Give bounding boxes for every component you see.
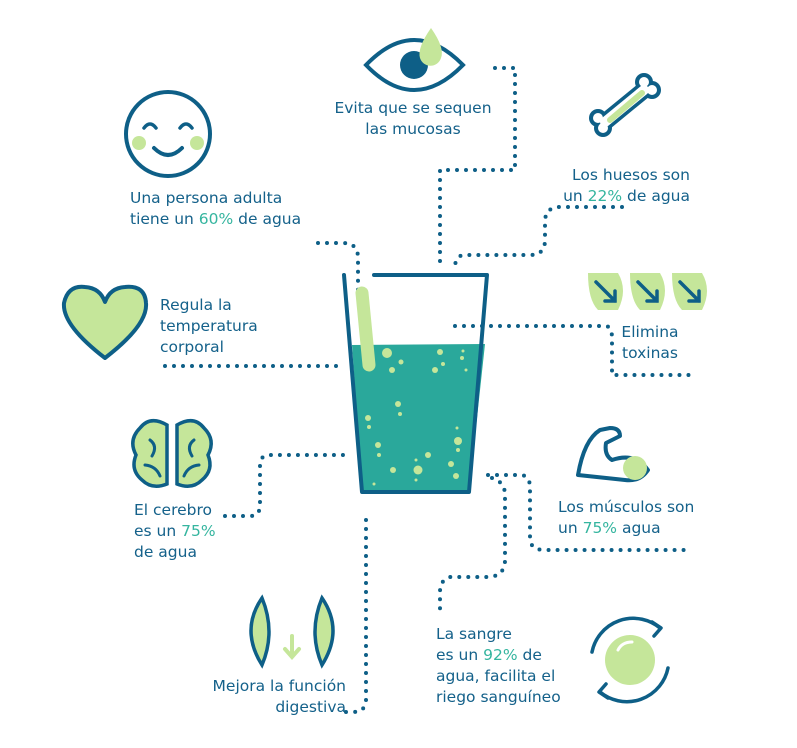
text: un 75% agua <box>558 518 728 539</box>
text: de agua <box>622 187 690 205</box>
text: La sangre <box>436 625 512 643</box>
text: tiene un <box>130 210 199 228</box>
toxin-leaves-icon <box>588 273 707 310</box>
label-mucosas: Evita que se sequen las mucosas <box>318 98 508 140</box>
label-musculos: Los músculos son un 75% agua <box>558 497 728 539</box>
percent-value: 75% <box>582 519 618 537</box>
text: Una persona adulta <box>130 189 283 207</box>
percent-value: 92% <box>483 646 518 664</box>
percent-value: 22% <box>587 187 623 205</box>
text: tiene un 60% de agua <box>130 209 330 230</box>
blood-cycle-icon <box>590 616 670 704</box>
text: un <box>558 519 583 537</box>
water-glass-icon <box>342 273 489 494</box>
text: Evita que se sequen <box>334 99 492 117</box>
text: las mucosas <box>365 120 461 138</box>
percent-value: 75% <box>181 522 216 540</box>
text: es un <box>436 646 484 664</box>
text: es un 92% de <box>436 645 586 666</box>
label-huesos: Los huesos son un 22% de agua <box>540 165 690 207</box>
text: agua, facilita el <box>436 667 556 685</box>
text: digestiva <box>275 698 346 716</box>
connector-sangre <box>438 476 507 617</box>
label-adulta: Una persona adulta tiene un 60% de agua <box>130 188 330 230</box>
bone-icon <box>589 73 661 137</box>
text: Elimina <box>621 323 679 341</box>
text: es un <box>134 522 182 540</box>
label-toxinas: Elimina toxinas <box>610 322 690 364</box>
text: de agua <box>233 210 302 228</box>
text: un 22% de agua <box>540 186 690 207</box>
text: agua <box>617 519 661 537</box>
text: Mejora la función <box>212 677 346 695</box>
text: toxinas <box>622 344 678 362</box>
brain-icon <box>131 418 213 488</box>
text: Los músculos son <box>558 498 695 516</box>
text: un <box>563 187 588 205</box>
label-temperatura: Regula la temperatura corporal <box>160 295 310 358</box>
muscle-arm-icon <box>576 426 650 483</box>
percent-value: 60% <box>198 210 234 228</box>
dotted-connectors <box>163 66 694 714</box>
text: Regula la <box>160 296 232 314</box>
label-sangre: La sangre es un 92% de agua, facilita el… <box>436 624 586 708</box>
connector-huesos <box>453 205 624 270</box>
connector-musculos <box>486 473 694 552</box>
text: Los huesos son <box>572 166 690 184</box>
text: es un 75% <box>134 521 254 542</box>
connector-digestiva <box>340 518 368 714</box>
text: riego sanguíneo <box>436 688 561 706</box>
digestive-icon <box>249 594 335 669</box>
smiley-face-icon <box>124 90 212 178</box>
text: corporal <box>160 338 224 356</box>
label-digestiva: Mejora la función digestiva <box>180 676 346 718</box>
label-cerebro: El cerebro es un 75% de agua <box>134 500 254 563</box>
text: de agua <box>134 543 197 561</box>
text: de <box>517 646 542 664</box>
connector-cerebro <box>223 453 347 518</box>
text: El cerebro <box>134 501 213 519</box>
heart-icon <box>61 284 149 360</box>
connector-adulta <box>316 241 360 294</box>
text: temperatura <box>160 317 258 335</box>
eye-drop-icon <box>363 28 466 92</box>
